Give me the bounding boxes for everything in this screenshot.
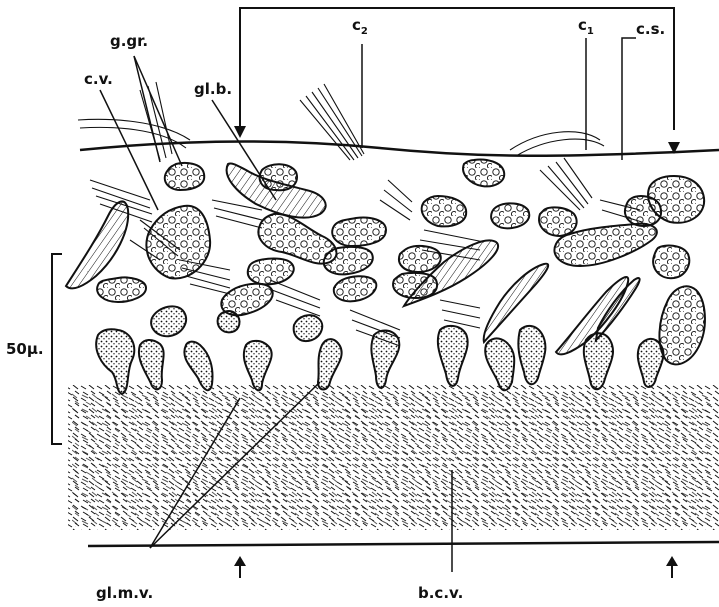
label-c1: c1 (578, 16, 594, 37)
label-gl-m-v: gl.m.v. (96, 584, 153, 602)
label-c1-subscript: 1 (587, 26, 594, 37)
scale-bar (52, 254, 62, 444)
label-c-s: c.s. (636, 20, 665, 38)
label-c1-letter: c (578, 16, 587, 34)
label-c-v: c.v. (84, 70, 113, 88)
label-g-gr: g.gr. (110, 32, 148, 50)
bottom-arrow-left (234, 556, 246, 578)
bottom-arrow-right (666, 556, 678, 578)
label-c2-letter: c (352, 16, 361, 34)
label-c2: c2 (352, 16, 368, 37)
label-b-c-v: b.c.v. (418, 584, 463, 602)
granular-gland-row (96, 306, 663, 394)
top-bracket (234, 8, 680, 154)
label-gl-b: gl.b. (194, 80, 232, 98)
basal-fiber-zone-overlay (72, 392, 712, 527)
basement-line (88, 542, 719, 546)
label-c2-subscript: 2 (361, 26, 368, 37)
label-scale: 50μ. (6, 340, 44, 358)
